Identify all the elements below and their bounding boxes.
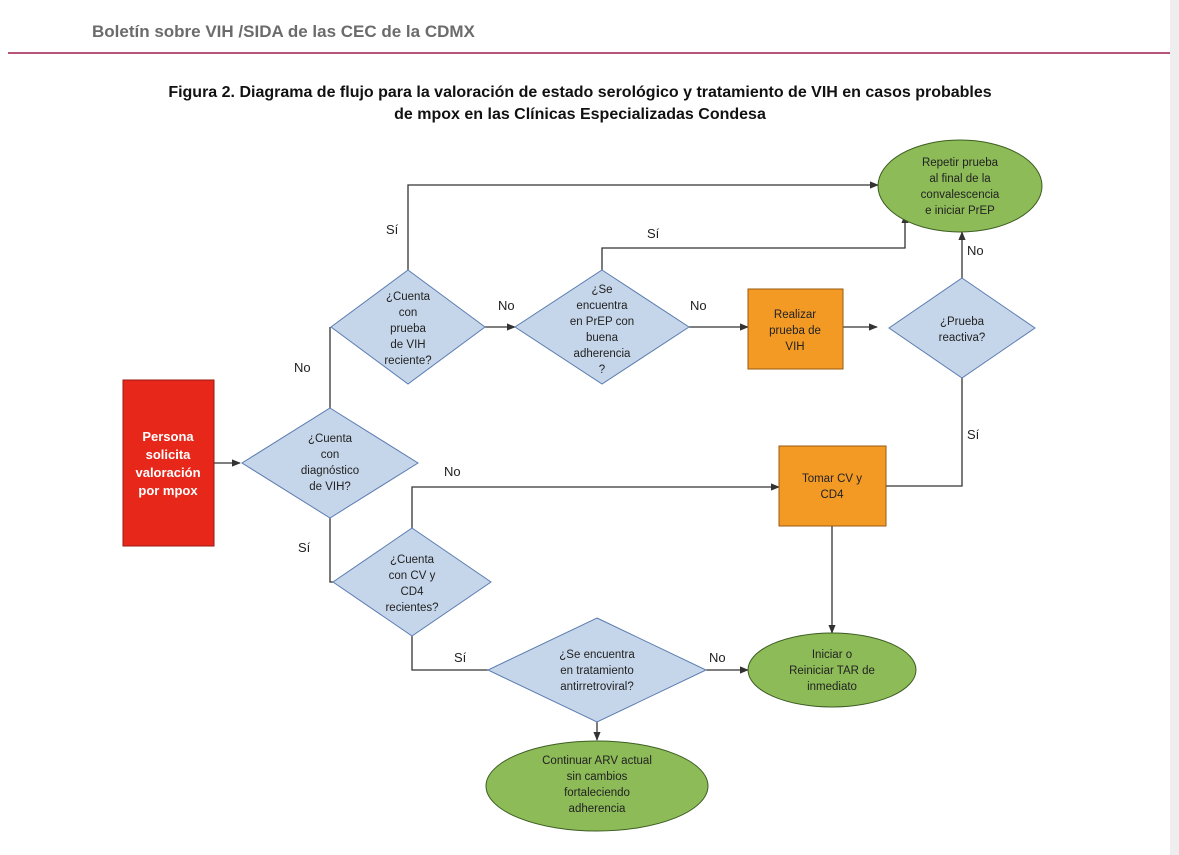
node-prueba-line-2: con [399, 307, 418, 319]
node-prep-line-5: adherencia [574, 348, 632, 360]
edge-labels: Sí Sí No No No No Sí Sí No Sí No [294, 222, 984, 665]
node-realizar-line-3: VIH [785, 341, 804, 353]
node-iniciar-line-1: Iniciar o [812, 649, 852, 661]
node-start-line-3: valoración [135, 465, 200, 480]
edge-reactiva-si [886, 378, 963, 487]
node-diag-line-4: de VIH? [309, 481, 351, 493]
edge-cvcd4-no [411, 483, 780, 528]
node-diagnostico-vih: ¿Cuenta con diagnóstico de VIH? [241, 407, 419, 519]
node-continuar-arv: Continuar ARV actual sin cambios fortale… [485, 740, 709, 832]
edge-cvcd4-si [411, 636, 488, 671]
node-diag-line-1: ¿Cuenta [308, 433, 353, 445]
label-si-reactiva: Sí [967, 427, 980, 442]
label-no-diag: No [294, 360, 311, 375]
node-repetir-prueba: Repetir prueba al final de la convalesce… [877, 139, 1043, 233]
node-prep-adherencia: ¿Se encuentra en PrEP con buena adherenc… [514, 269, 690, 385]
node-trat-line-1: ¿Se encuentra [559, 649, 635, 661]
node-start-line-1: Persona [142, 429, 194, 444]
node-start-line-2: solicita [146, 447, 192, 462]
node-prep-line-4: buena [586, 332, 619, 344]
node-diag-line-3: diagnóstico [301, 465, 359, 477]
node-prep-line-6: ? [599, 364, 605, 376]
node-iniciar-line-2: Reiniciar TAR de [789, 665, 875, 677]
node-tomar-cv-cd4: Tomar CV y CD4 [778, 445, 887, 527]
node-trat-line-2: en tratamiento [560, 665, 634, 677]
node-start: Persona solicita valoración por mpox [122, 379, 215, 547]
node-continuar-line-1: Continuar ARV actual [542, 755, 652, 767]
node-repetir-line-3: convalescencia [921, 189, 1000, 201]
header-title: Boletín sobre VIH /SIDA de las CEC de la… [92, 22, 475, 41]
label-si-top: Sí [386, 222, 399, 237]
node-cvcd4-line-2: con CV y [389, 570, 436, 582]
label-no-prueba: No [498, 298, 515, 313]
node-iniciar-tar: Iniciar o Reiniciar TAR de inmediato [747, 632, 917, 708]
node-prueba-reciente: ¿Cuenta con prueba de VIH reciente? [330, 269, 486, 385]
node-prueba-reactiva: ¿Prueba reactiva? [888, 277, 1036, 379]
node-prueba-line-3: prueba [390, 323, 426, 335]
node-trat-line-3: antirretroviral? [560, 681, 634, 693]
node-realizar-line-1: Realizar [774, 309, 816, 321]
node-reactiva-line-2: reactiva? [939, 332, 986, 344]
node-iniciar-line-3: inmediato [807, 681, 857, 693]
node-reactiva-line-1: ¿Prueba [940, 316, 985, 328]
edge-prep-si [601, 214, 909, 270]
node-continuar-line-4: adherencia [569, 803, 627, 815]
node-repetir-line-2: al final de la [929, 173, 991, 185]
node-prep-line-3: en PrEP con [570, 316, 634, 328]
node-realizar-prueba: Realizar prueba de VIH [747, 288, 844, 370]
label-no-prep: No [690, 298, 707, 313]
node-prueba-line-5: reciente? [384, 355, 431, 367]
node-start-line-4: por mpox [138, 483, 198, 498]
node-continuar-line-2: sin cambios [567, 771, 628, 783]
node-tomar-line-2: CD4 [820, 489, 844, 501]
node-prueba-line-1: ¿Cuenta [386, 291, 431, 303]
label-si-cvcd4: Sí [454, 650, 467, 665]
node-continuar-line-3: fortaleciendo [564, 787, 630, 799]
node-repetir-line-1: Repetir prueba [922, 157, 999, 169]
node-tratamiento-arv: ¿Se encuentra en tratamiento antirretrov… [486, 617, 708, 723]
label-no-trat: No [709, 650, 726, 665]
node-repetir-line-4: e iniciar PrEP [925, 205, 995, 217]
node-prep-line-1: ¿Se [591, 284, 612, 296]
label-si-diag: Sí [298, 540, 311, 555]
figure-title: Figura 2. Diagrama de flujo para la valo… [60, 82, 1100, 126]
node-prep-line-2: encuentra [576, 300, 628, 312]
node-cvcd4-line-4: recientes? [385, 602, 438, 614]
node-prueba-line-4: de VIH [390, 339, 425, 351]
node-tomar-line-1: Tomar CV y [802, 473, 862, 485]
label-no-cvcd4: No [444, 464, 461, 479]
edge-diag-si [329, 518, 333, 583]
label-no-reactiva: No [967, 243, 984, 258]
node-cvcd4-line-3: CD4 [400, 586, 424, 598]
label-si-prep: Sí [647, 226, 660, 241]
page-edge [1170, 0, 1179, 855]
node-diag-line-2: con [321, 449, 340, 461]
node-cv-cd4-recientes: ¿Cuenta con CV y CD4 recientes? [332, 527, 492, 637]
node-cvcd4-line-1: ¿Cuenta [390, 554, 435, 566]
page-header: Boletín sobre VIH /SIDA de las CEC de la… [0, 0, 1179, 54]
edge-prueba-si [407, 181, 879, 270]
figure-title-line-1: Figura 2. Diagrama de flujo para la valo… [168, 84, 992, 101]
header-divider [8, 52, 1170, 54]
edges [214, 181, 966, 741]
node-realizar-line-2: prueba de [769, 325, 821, 337]
figure-title-line-2: de mpox en las Clínicas Especializadas C… [394, 106, 766, 123]
